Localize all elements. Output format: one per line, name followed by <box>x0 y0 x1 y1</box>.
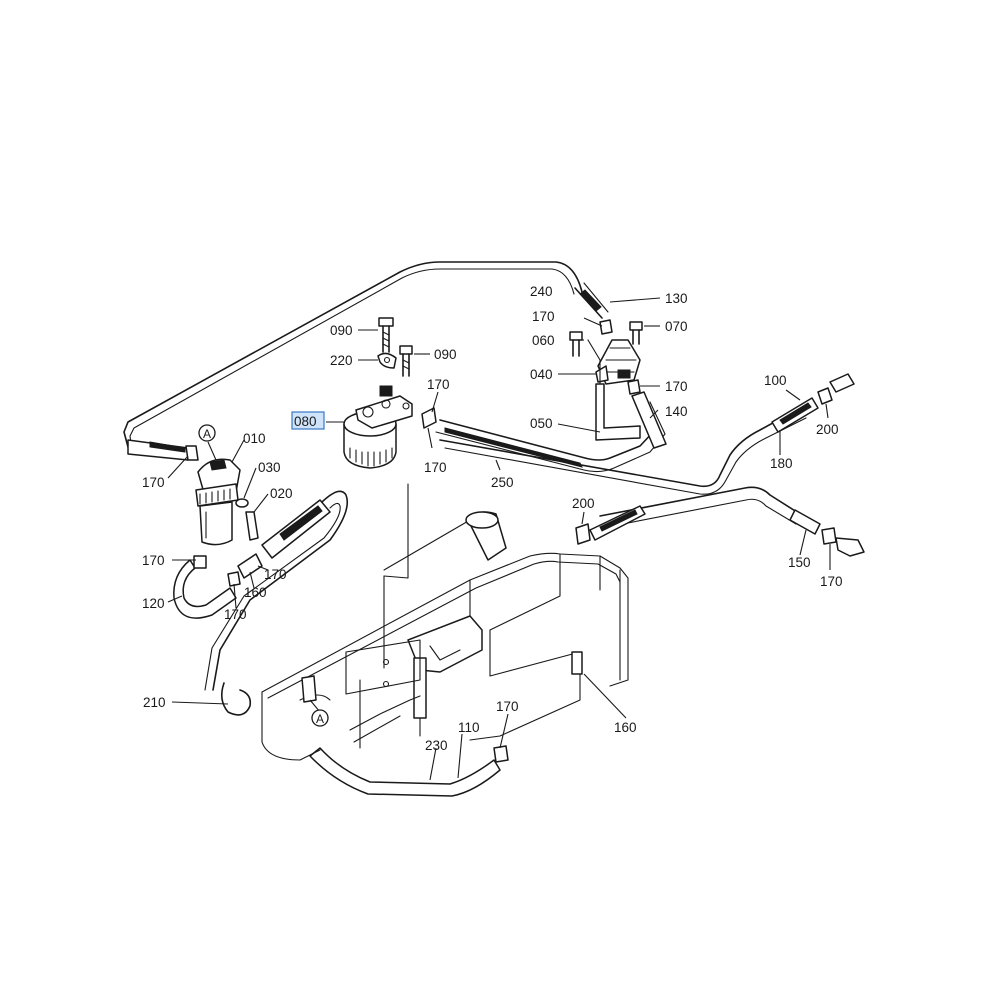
part-label-170-pump-top[interactable]: 170 <box>532 309 555 324</box>
fitting-right-top <box>829 373 855 393</box>
pipe-180-inner <box>444 417 807 495</box>
clamp-170-filter <box>421 407 437 429</box>
callout-a-bottom-letter: A <box>316 712 324 726</box>
pipe-020-curve <box>212 490 349 691</box>
fuel-tank <box>261 483 629 761</box>
part-label-140[interactable]: 140 <box>665 404 688 419</box>
pipe-250-inner <box>435 401 666 473</box>
part-label-160-left[interactable]: 160 <box>244 585 267 600</box>
fitting-160-tank <box>571 651 583 675</box>
pump-link-line <box>587 339 601 385</box>
part-label-210[interactable]: 210 <box>143 695 166 710</box>
clamp-210 <box>220 682 252 716</box>
hose-100-shade <box>779 402 812 425</box>
clamp-200-mid <box>575 523 591 545</box>
pipe-250-shade <box>444 427 583 468</box>
part-label-090-b[interactable]: 090 <box>434 347 457 362</box>
bolt-090-a <box>378 317 394 353</box>
pipe-150-inner <box>601 498 797 529</box>
part-label-170-left-low[interactable]: 170 <box>264 567 287 582</box>
hose-lower-200-shade <box>599 509 638 532</box>
part-label-220[interactable]: 220 <box>330 353 353 368</box>
pipe-180 <box>439 407 801 488</box>
part-label-080[interactable]: 080 <box>294 414 317 429</box>
part-label-180[interactable]: 180 <box>770 456 793 471</box>
hose-020-shade <box>279 505 323 541</box>
hose-140 <box>631 391 667 449</box>
hose-150 <box>789 509 821 535</box>
clamp-170-right <box>821 527 837 545</box>
hose-left-shade <box>149 441 186 453</box>
part-label-240[interactable]: 240 <box>530 284 553 299</box>
part-label-200-mid[interactable]: 200 <box>572 496 595 511</box>
fitting-tank-left <box>301 675 317 703</box>
hose-230 <box>309 747 501 797</box>
part-label-170-right[interactable]: 170 <box>820 574 843 589</box>
part-label-170-filter-top[interactable]: 170 <box>427 377 450 392</box>
hose-240-shade <box>579 289 602 312</box>
clamp-170-bottom <box>493 745 509 763</box>
clamp-170-pump-top <box>599 319 613 335</box>
fuel-pump-040 <box>595 339 641 385</box>
part-label-050[interactable]: 050 <box>530 416 553 431</box>
part-label-250[interactable]: 250 <box>491 475 514 490</box>
washer-030 <box>235 498 249 508</box>
bolt-060 <box>569 331 583 357</box>
part-label-200-right[interactable]: 200 <box>816 422 839 437</box>
hose-120 <box>173 559 237 619</box>
part-label-170-bottom[interactable]: 170 <box>496 699 519 714</box>
part-label-040[interactable]: 040 <box>530 367 553 382</box>
part-label-170-left-bottom[interactable]: 170 <box>224 607 247 622</box>
clamp-170-left-mid <box>193 555 207 569</box>
clamp-200-right <box>817 387 833 405</box>
return-pipe-top <box>123 261 583 448</box>
part-label-170-left-top[interactable]: 170 <box>142 475 165 490</box>
part-label-170-pump-low[interactable]: 170 <box>665 379 688 394</box>
part-label-170-left-mid[interactable]: 170 <box>142 553 165 568</box>
clamp-170-left-low <box>227 571 241 587</box>
clamp-170-left-top <box>185 445 199 461</box>
part-label-110[interactable]: 110 <box>458 720 480 735</box>
clamp-170-pump-low <box>627 379 641 395</box>
callout-a-top: A <box>198 424 216 442</box>
pipe-150 <box>599 486 801 517</box>
part-label-170-filter-low[interactable]: 170 <box>424 460 447 475</box>
selected-part-highlight[interactable] <box>291 411 325 430</box>
callout-a-top-letter: A <box>203 427 211 441</box>
bracket-050 <box>595 383 641 441</box>
pipe-250 <box>439 399 656 461</box>
leader-lines <box>167 291 831 781</box>
fuel-filter-080 <box>343 385 413 469</box>
callout-a-bottom: A <box>311 709 329 727</box>
washer-220 <box>377 352 397 369</box>
part-label-070[interactable]: 070 <box>665 319 688 334</box>
part-label-100[interactable]: 100 <box>764 373 787 388</box>
fitting-right-low <box>835 537 865 557</box>
return-pipe-top-inner <box>129 268 575 451</box>
part-label-160-tank[interactable]: 160 <box>614 720 637 735</box>
part-label-230[interactable]: 230 <box>425 738 448 753</box>
bolt-070 <box>629 321 643 345</box>
bolt-020 <box>245 511 259 541</box>
part-label-150[interactable]: 150 <box>788 555 811 570</box>
part-label-060[interactable]: 060 <box>532 333 555 348</box>
part-label-030[interactable]: 030 <box>258 460 281 475</box>
bolt-090-b <box>399 345 413 377</box>
fuel-filter-010 <box>195 458 241 546</box>
hose-240-outer <box>583 282 609 313</box>
part-label-130[interactable]: 130 <box>665 291 688 306</box>
part-label-020[interactable]: 020 <box>270 486 293 501</box>
part-label-090-a[interactable]: 090 <box>330 323 353 338</box>
banjo-160-left <box>237 553 263 579</box>
part-label-010[interactable]: 010 <box>243 431 266 446</box>
pipe-020-curve-inner <box>204 502 341 691</box>
part-labels: 090 220 090 080 170 170 250 240 130 170 … <box>142 284 843 753</box>
part-label-120[interactable]: 120 <box>142 596 165 611</box>
